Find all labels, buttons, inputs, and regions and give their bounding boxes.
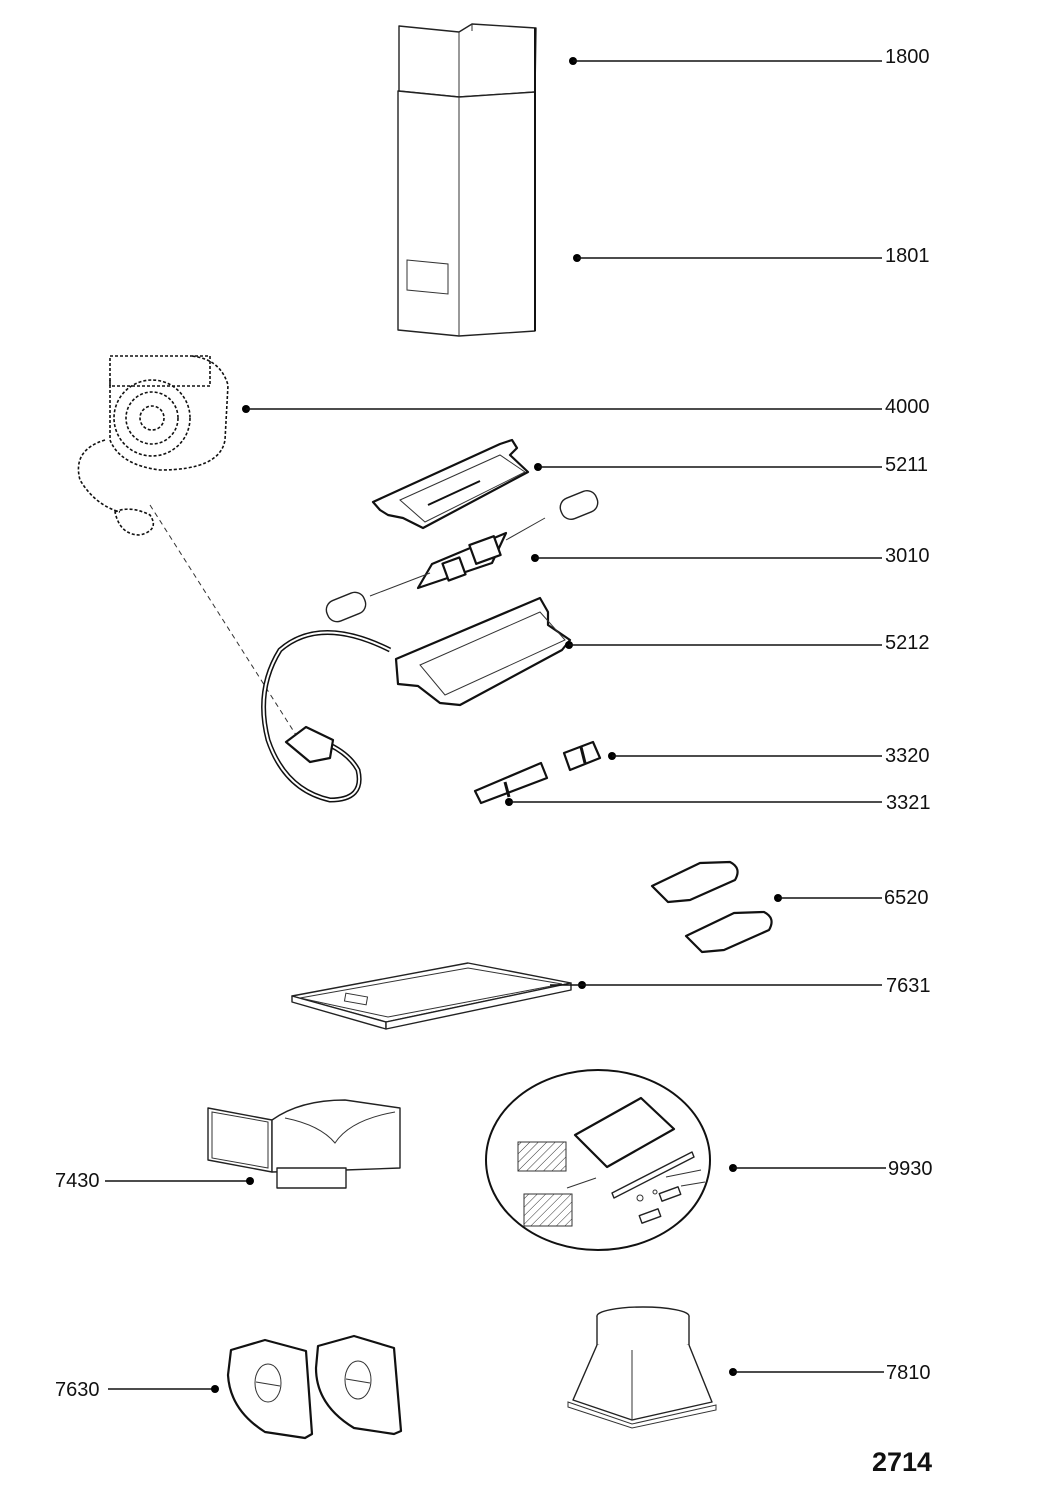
callout-label-5211: 5211 (885, 454, 928, 476)
callout-dot (246, 1177, 254, 1185)
callout-label-4000: 4000 (885, 396, 930, 418)
callout-1801[interactable]: 1801 (573, 245, 930, 267)
fuse-clips-drawing (473, 740, 602, 805)
sheet-number: 2714 (872, 1447, 932, 1477)
callout-label-3010: 3010 (885, 545, 930, 567)
filter-latches-drawing (650, 860, 773, 954)
switch-panel-drawing (325, 490, 599, 623)
callout-7630[interactable]: 7630 (55, 1379, 219, 1401)
callout-3321[interactable]: 3321 (505, 792, 931, 814)
callout-label-1800: 1800 (885, 46, 930, 68)
callout-label-6520: 6520 (884, 887, 929, 909)
callout-5211[interactable]: 5211 (534, 454, 928, 476)
callout-label-5212: 5212 (885, 632, 930, 654)
callout-7631[interactable]: 7631 (550, 975, 931, 997)
callout-3320[interactable]: 3320 (608, 745, 930, 767)
callout-9930[interactable]: 9930 (729, 1158, 933, 1180)
callout-label-7631: 7631 (886, 975, 931, 997)
callout-6520[interactable]: 6520 (774, 887, 929, 909)
motor-blower-drawing (77, 355, 297, 736)
callout-label-3320: 3320 (885, 745, 930, 767)
callout-label-7810: 7810 (886, 1362, 931, 1384)
control-box-drawing (261, 596, 572, 803)
callout-4000[interactable]: 4000 (242, 396, 930, 418)
callout-dot (211, 1385, 219, 1393)
callout-1800[interactable]: 1800 (569, 46, 930, 68)
chimney-drawing (397, 23, 537, 337)
callout-label-9930: 9930 (888, 1158, 933, 1180)
callout-5212[interactable]: 5212 (565, 632, 930, 654)
callout-7430[interactable]: 7430 (55, 1170, 254, 1192)
grease-filter-drawing (291, 962, 572, 1030)
installation-kit-drawing (485, 1069, 711, 1251)
lamp-cover-drawing (371, 438, 530, 530)
charcoal-filters-drawing (226, 1334, 403, 1440)
callout-label-7430: 7430 (55, 1170, 100, 1192)
callout-label-3321: 3321 (886, 792, 931, 814)
callout-label-7630: 7630 (55, 1379, 100, 1401)
callout-7810[interactable]: 7810 (729, 1362, 931, 1384)
callout-3010[interactable]: 3010 (531, 545, 930, 567)
duct-adapter-drawing (567, 1306, 717, 1429)
air-outlet-duct-drawing (207, 1099, 401, 1189)
callout-label-1801: 1801 (885, 245, 930, 267)
